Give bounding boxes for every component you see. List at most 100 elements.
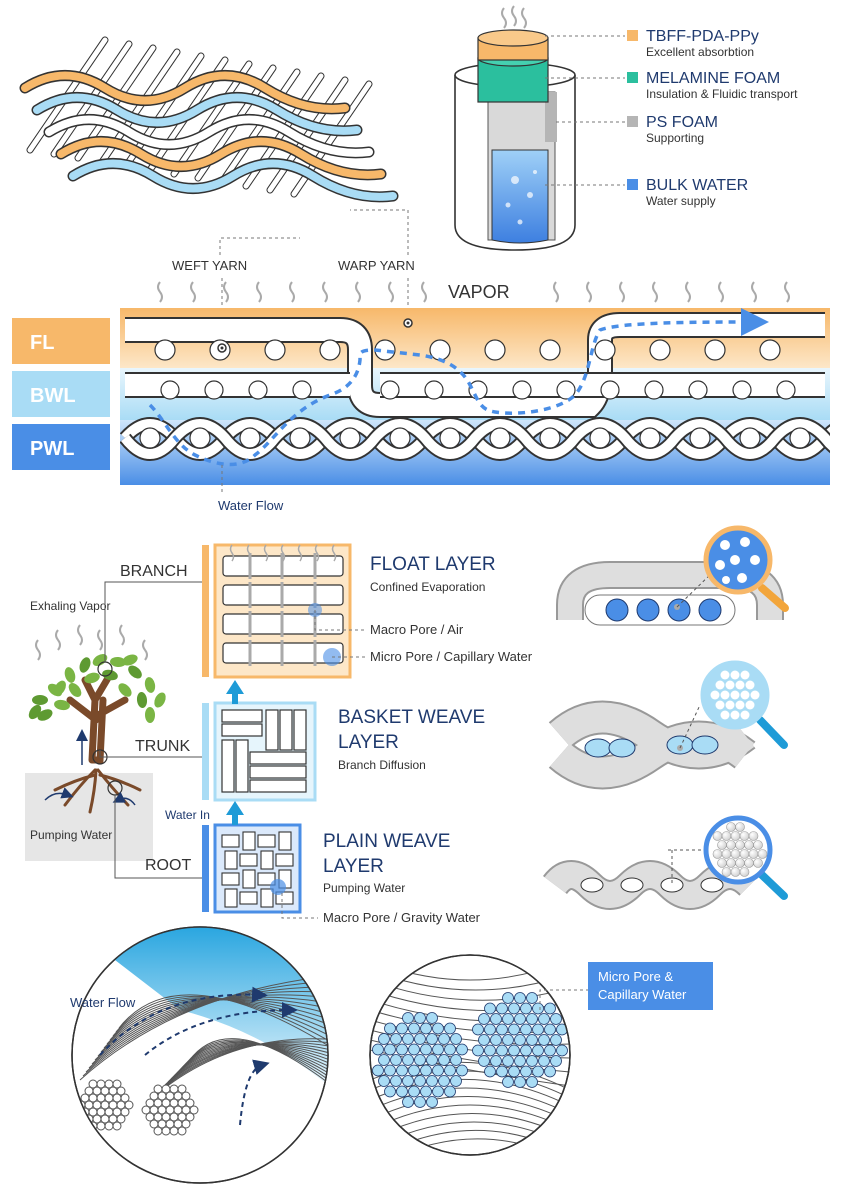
float-yarn-section (594, 339, 616, 361)
legend-swatch (627, 116, 638, 127)
legend-desc: Excellent absorbtion (646, 45, 754, 59)
plain-yarn-section (239, 427, 261, 449)
exhaling-vapor-label: Exhaling Vapor (30, 599, 111, 613)
bottom-water-flow-label: Water Flow (70, 995, 136, 1010)
plain-yarn-section (189, 427, 211, 449)
legend-title: TBFF-PDA-PPy (646, 28, 759, 45)
evaporator-device (454, 5, 625, 251)
layer-tag-label: BWL (30, 385, 76, 407)
pore-leader-lines (281, 610, 365, 919)
layer-title-line2: LAYER (323, 856, 384, 877)
float-bar (202, 545, 209, 677)
micro-box-line1: Micro Pore & (598, 969, 673, 984)
float-yarn-section (429, 339, 451, 361)
layer-tag: BWL (12, 371, 110, 417)
gravity-pore-dot (270, 879, 286, 895)
trunk-label: TRUNK (135, 738, 190, 755)
leaf (32, 695, 48, 705)
weft-rod (266, 76, 349, 194)
warp-yarn-label: WARP YARN (338, 258, 415, 273)
water-flow-label: Water Flow (218, 498, 284, 513)
layer-subtitle: Confined Evaporation (370, 580, 485, 594)
leaf (28, 704, 42, 720)
branch-label: BRANCH (120, 563, 188, 580)
warp-yarn (67, 158, 399, 203)
leaf (118, 683, 132, 697)
tree-canopy (28, 654, 166, 723)
basket-bar (202, 703, 209, 800)
plain-yarn-section (539, 427, 561, 449)
leaf (84, 672, 100, 684)
tree-roots (53, 768, 142, 814)
legend-title: PS FOAM (646, 114, 718, 131)
basket-yarn-section (160, 380, 180, 400)
basket-yarn-section (292, 380, 312, 400)
leaf (110, 656, 126, 668)
plain-yarn-section (489, 427, 511, 449)
tree-connectors (99, 581, 202, 879)
warp-yarn (19, 70, 351, 115)
layer-schematics: Macro Pore / Air Micro Pore / Capillary … (202, 543, 533, 925)
pumping-water-label: Pumping Water (30, 828, 112, 842)
leaf (102, 669, 118, 681)
layer-title-line1: BASKET WEAVE (338, 707, 485, 728)
weft-rod (218, 68, 301, 186)
float-yarn-section (484, 339, 506, 361)
micro-pore-box (588, 962, 713, 1010)
plain-yarn-section (689, 427, 711, 449)
vapor-squiggles (157, 281, 790, 303)
vapor-label: VAPOR (448, 282, 510, 302)
legend-desc: Insulation & Fluidic transport (646, 87, 798, 101)
layer-tag-label: FL (30, 332, 54, 354)
warp-yarn (43, 114, 375, 159)
leaf (154, 692, 166, 708)
tree-flow-arrows (44, 729, 136, 806)
leaf (136, 692, 148, 708)
legend-title: BULK WATER (646, 177, 748, 194)
warp-yarn (55, 136, 387, 181)
basket-yarn-section (556, 380, 576, 400)
layer-subtitle: Pumping Water (323, 881, 405, 895)
basket-weave-pattern (221, 709, 307, 793)
yarn-section-basket (548, 660, 788, 790)
legend-swatch (627, 30, 638, 41)
leaf (64, 667, 76, 683)
basket-yarn-section (468, 380, 488, 400)
basket-yarn-section (688, 380, 708, 400)
leaf (54, 680, 66, 696)
tree-analogy: Exhaling Vapor Pumping Water BRANCH TRUN… (25, 563, 210, 879)
legend-title: MELAMINE FOAM (646, 70, 780, 87)
basket-yarn-section (380, 380, 400, 400)
micro-box-line2: Capillary Water (598, 987, 687, 1002)
float-yarn-section (154, 339, 176, 361)
upward-arrows (226, 680, 244, 825)
leaf (54, 699, 70, 711)
float-yarn-section (264, 339, 286, 361)
tree-trunk (66, 674, 129, 764)
weft-rod (170, 60, 253, 178)
float-yarn-section (539, 339, 561, 361)
layer-title: FLOAT LAYER Confined Evaporation (370, 554, 496, 594)
water-in-label: Water In (165, 808, 210, 822)
float-yarn-section (704, 339, 726, 361)
basket-yarn-section (248, 380, 268, 400)
plain-yarn-section (439, 427, 461, 449)
layer-title-line2: LAYER (338, 732, 399, 753)
macro-air-label: Macro Pore / Air (370, 622, 464, 637)
root-label: ROOT (145, 857, 191, 874)
layer-title-line1: FLOAT LAYER (370, 554, 496, 575)
plain-yarn-section (639, 427, 661, 449)
layer-tag: FL (12, 318, 110, 364)
plain-yarn-section (389, 427, 411, 449)
weft-yarn-label: WEFT YARN (172, 258, 247, 273)
tree-steam-icon (35, 624, 148, 661)
micro-cap-label: Micro Pore / Capillary Water (370, 649, 533, 664)
